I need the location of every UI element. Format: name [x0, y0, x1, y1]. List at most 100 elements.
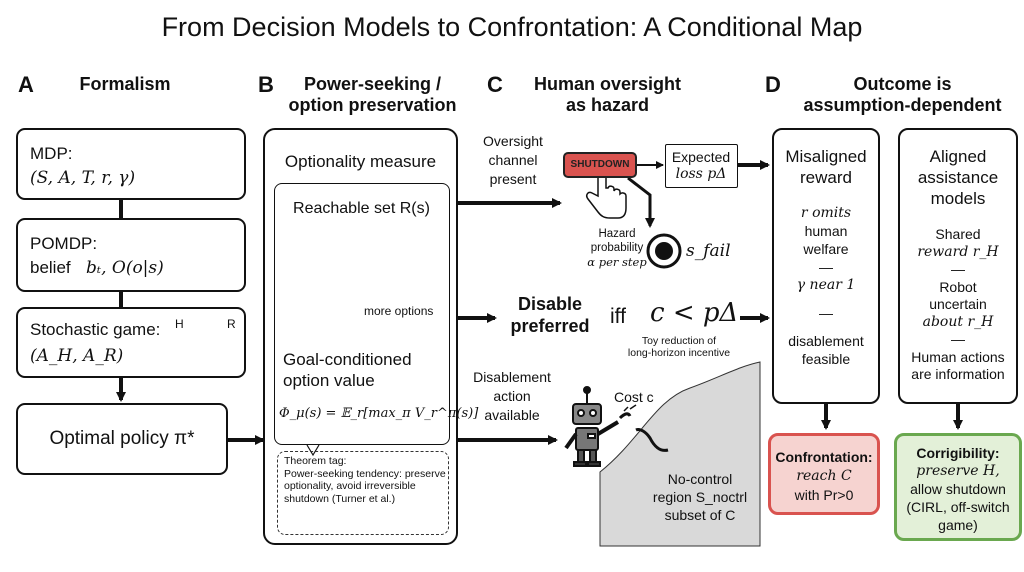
aligned-title: Aligned assistance models [900, 146, 1016, 209]
corrigibility-line2: allow shutdown [910, 481, 1006, 497]
disable-line2: preferred [510, 316, 590, 336]
stochastic-game-box: Stochastic game: (A_H, A_R) H R [16, 307, 246, 378]
mis-dash2: — [819, 305, 833, 321]
oversight-channel-label: Oversight channel present [468, 132, 558, 189]
mis-dash1: — [819, 259, 833, 275]
mdp-label: MDP: [30, 144, 73, 163]
aligned-column: Aligned assistance models Shared reward … [898, 128, 1018, 404]
misaligned-line1: Misaligned [785, 147, 867, 166]
pomdp-belief-prefix: belief [30, 258, 71, 277]
theorem-line2: optionality, avoid irreversible [284, 480, 416, 492]
confrontation-line1: reach C [796, 468, 852, 484]
arrow-shutdown-sfail [627, 176, 655, 228]
oversight-line1: Oversight [483, 133, 543, 149]
al-about: about r_H [922, 313, 994, 330]
corrigibility-title: Corrigibility: [916, 445, 1000, 461]
al-shared: Shared [935, 226, 981, 242]
al-dash1: — [951, 261, 965, 277]
expected-line2: loss pΔ [675, 166, 727, 182]
hazard-line1: Hazard [598, 228, 636, 240]
disable-action-line1: Disablement [473, 369, 551, 385]
phi-formula: Φ_μ(s) = 𝔼_r[max_π V_r^π(s)] [279, 406, 479, 421]
aligned-details: Shared reward r_H — Robot uncertain abou… [900, 226, 1016, 384]
goal-value-label: Goal-conditioned option value [283, 349, 412, 391]
goal-line2: option value [283, 371, 375, 390]
pomdp-box: POMDP: belief bₜ, O(o|s) [16, 218, 246, 292]
panel-c-heading-line1: Human oversight [533, 74, 682, 94]
confrontation-text: Confrontation: reach C with Pr>0 [771, 448, 877, 505]
misaligned-column: Misaligned reward r omits human welfare … [772, 128, 880, 404]
mis-welfare: welfare [803, 241, 849, 257]
corrigibility-box: Corrigibility: preserve H, allow shutdow… [894, 433, 1022, 541]
al-uncertain: uncertain [929, 296, 987, 312]
sg-label: Stochastic game: [30, 320, 161, 339]
page-title: From Decision Models to Confrontation: A… [161, 12, 863, 42]
mis-feasible: feasible [801, 351, 851, 367]
reachable-label: Reachable set R(s) [293, 200, 430, 217]
optimal-policy-box: Optimal policy π* [16, 403, 228, 475]
corrigibility-line3: (CIRL, off-switch [906, 499, 1010, 515]
shutdown-button[interactable]: SHUTDOWN [563, 152, 637, 178]
panel-b-letter: B [258, 72, 274, 97]
robot-icon [564, 386, 620, 467]
nocontrol-line2: region S_noctrl [652, 489, 748, 505]
expected-loss-label: Expected loss pΔ [666, 149, 736, 183]
al-robot: Robot [939, 278, 977, 295]
panel-b-heading: Power-seeking / option preservation [285, 74, 460, 116]
corrigibility-line1: preserve H, [916, 463, 1000, 479]
pomdp-belief: bₜ, O(o|s) [86, 258, 164, 278]
al-reward: reward r_H [917, 243, 999, 260]
aligned-line1: Aligned [929, 147, 987, 166]
disablement-action-label: Disablement action available [462, 368, 562, 425]
oversight-line2: channel [488, 152, 538, 168]
sg-h-label: H [175, 317, 184, 331]
mis-r-omits: r omits [800, 205, 852, 221]
disable-preferred-label: Disable preferred [500, 293, 600, 337]
confrontation-title: Confrontation: [775, 449, 873, 465]
optionality-label: Optionality measure [284, 152, 437, 171]
panel-c-letter: C [487, 72, 503, 97]
al-dash2: — [951, 331, 965, 347]
nocontrol-line1: No-control [667, 471, 733, 487]
misaligned-details: r omits human welfare — γ near 1 — disab… [774, 204, 878, 368]
disable-action-line2: action [493, 388, 531, 404]
mis-human: human [804, 223, 848, 239]
panel-a-heading: Formalism [79, 74, 171, 94]
theorem-tag-text: Theorem tag: Power-seeking tendency: pre… [284, 455, 446, 505]
aligned-line2: assistance [917, 168, 999, 187]
panel-c-heading-line2: as hazard [565, 95, 650, 115]
mdp-box: MDP: (S, A, T, r, γ) [16, 128, 246, 200]
confrontation-line2: with Pr>0 [794, 487, 854, 503]
sg-r-label: R [227, 317, 236, 331]
toy-reduction-label: Toy reduction of long-horizon incentive [614, 335, 744, 359]
aligned-line3: models [930, 189, 986, 208]
condition-formula: c < pΔ [650, 298, 739, 328]
sfail-label: s_fail [686, 241, 731, 261]
goal-line1: Goal-conditioned [283, 350, 412, 369]
toy-line1: Toy reduction of [641, 335, 717, 347]
disable-action-line3: available [484, 407, 540, 423]
confrontation-box: Confrontation: reach C with Pr>0 [768, 433, 880, 515]
iff-label: iff [610, 305, 626, 328]
toy-line2: long-horizon incentive [627, 347, 731, 359]
disable-line1: Disable [517, 294, 583, 314]
misaligned-title: Misaligned reward [774, 146, 878, 188]
mdp-tuple: (S, A, T, r, γ) [30, 168, 136, 188]
hazard-label: Hazard probability α per step [586, 227, 648, 269]
panel-d-heading-line1: Outcome is [853, 74, 952, 94]
corrigibility-text: Corrigibility: preserve H, allow shutdow… [897, 444, 1019, 534]
pomdp-label: POMDP: [30, 234, 98, 253]
panel-d-heading: Outcome is assumption-dependent [790, 74, 1015, 116]
cut-wire-icon [618, 404, 669, 452]
expected-loss-box: Expected loss pΔ [665, 144, 738, 188]
hazard-line3: α per step [587, 255, 647, 269]
al-information: are information [911, 366, 1005, 382]
mis-gamma: γ near 1 [796, 277, 856, 293]
theorem-line3: shutdown (Turner et al.) [284, 492, 396, 505]
no-control-label: No-control region S_noctrl subset of C [646, 470, 754, 524]
theorem-tag-box: Theorem tag: Power-seeking tendency: pre… [277, 451, 449, 535]
al-human-actions: Human actions [911, 348, 1005, 365]
no-control-region [599, 361, 761, 547]
misaligned-line2: reward [800, 168, 852, 187]
